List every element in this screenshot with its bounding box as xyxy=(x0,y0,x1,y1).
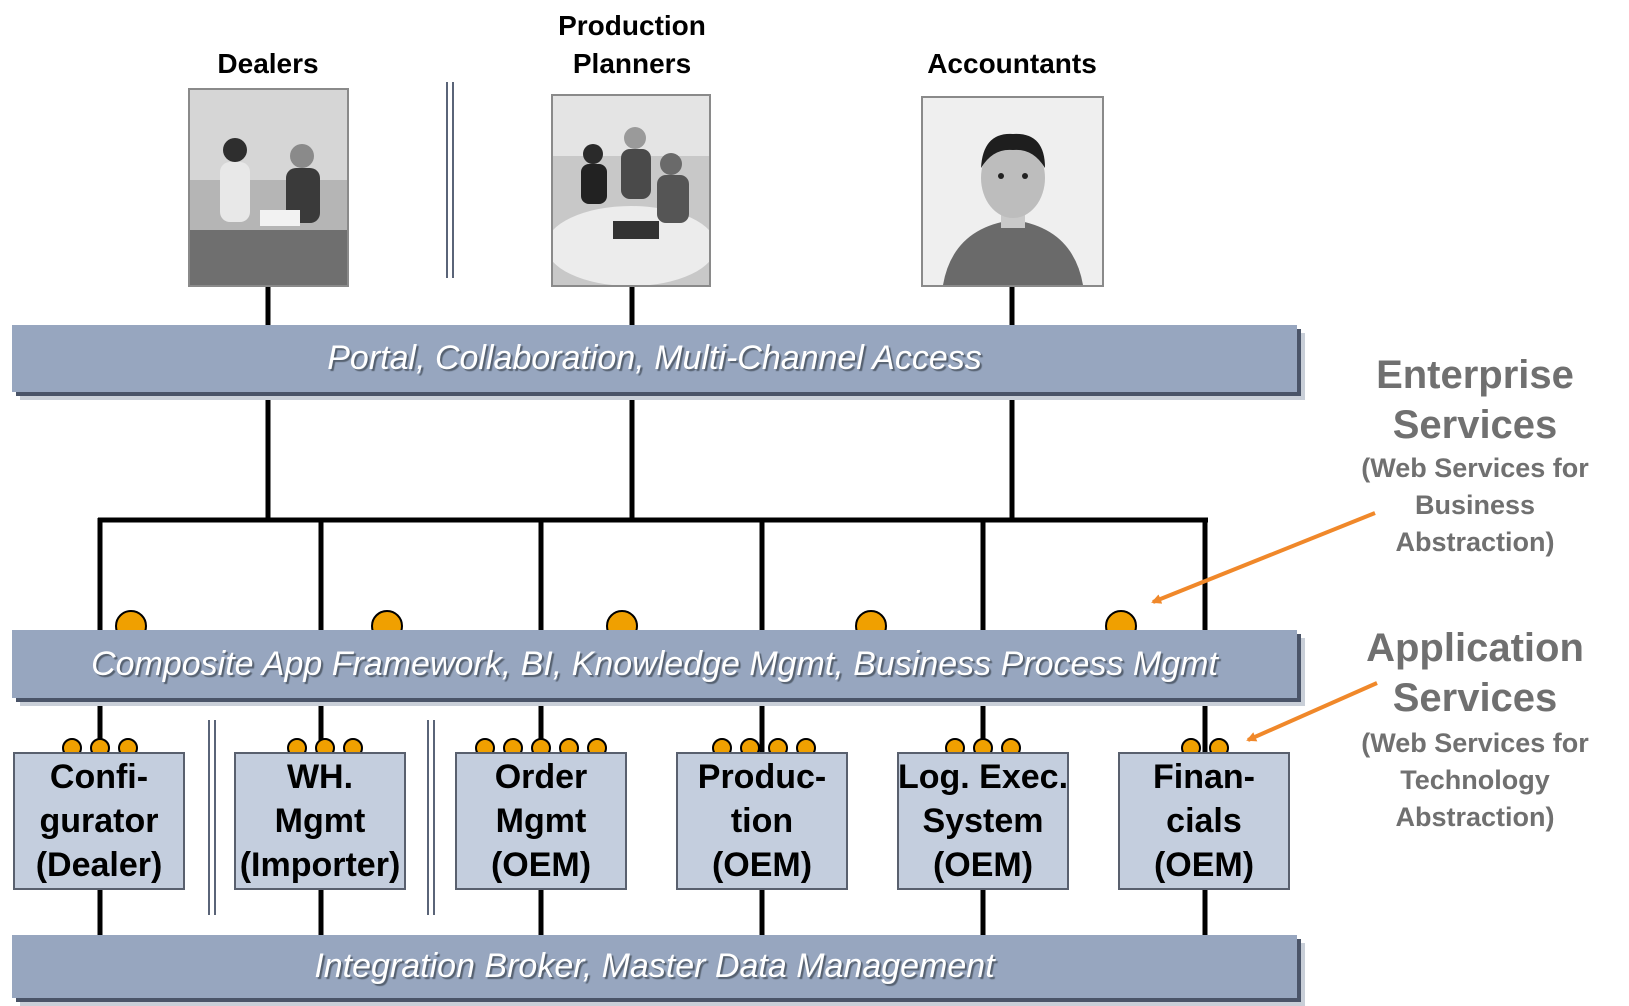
dealers-photo xyxy=(188,88,349,287)
application-services-subtitle: (Web Services for Technology Abstraction… xyxy=(1361,728,1589,832)
role-label-dealers: Dealers xyxy=(217,48,319,79)
app-label: WH. Mgmt (Importer) xyxy=(239,758,401,884)
composite-layer-label: Composite App Framework, BI, Knowledge M… xyxy=(91,644,1218,683)
enterprise-services-subtitle: (Web Services for Business Abstraction) xyxy=(1361,453,1589,557)
portal-layer: Portal, Collaboration, Multi-Channel Acc… xyxy=(12,325,1297,392)
integration-layer-label: Integration Broker, Master Data Manageme… xyxy=(314,947,995,985)
app-box-configurator: Confi- gurator (Dealer) xyxy=(13,752,185,890)
app-box-log-exec-system: Log. Exec. System (OEM) xyxy=(897,752,1069,890)
app-box-wh-mgmt: WH. Mgmt (Importer) xyxy=(234,752,406,890)
enterprise-services-arrow xyxy=(1151,511,1376,604)
app-box-order-mgmt: Order Mgmt (OEM) xyxy=(455,752,627,890)
app-label: Confi- gurator (Dealer) xyxy=(35,758,163,884)
production-planners-photo xyxy=(551,94,711,287)
role-label-accountants: Accountants xyxy=(927,48,1097,79)
integration-layer: Integration Broker, Master Data Manageme… xyxy=(12,935,1297,998)
portal-layer-label: Portal, Collaboration, Multi-Channel Acc… xyxy=(327,339,982,377)
app-label: Finan- cials (OEM) xyxy=(1153,758,1255,884)
app-box-financials: Finan- cials (OEM) xyxy=(1118,752,1290,890)
application-services-title: Application Services xyxy=(1366,626,1584,720)
app-label: Log. Exec. System (OEM) xyxy=(897,758,1069,884)
app-box-production: Produc- tion (OEM) xyxy=(676,752,848,890)
app-label: Produc- tion (OEM) xyxy=(697,758,827,884)
role-label-production-planners: Production Planners xyxy=(558,10,706,79)
composite-layer: Composite App Framework, BI, Knowledge M… xyxy=(12,630,1297,698)
accountant-photo xyxy=(921,96,1104,287)
application-services-arrow xyxy=(1246,681,1378,742)
app-label: Order Mgmt (OEM) xyxy=(490,758,592,884)
enterprise-services-title: Enterprise Services xyxy=(1376,353,1574,447)
